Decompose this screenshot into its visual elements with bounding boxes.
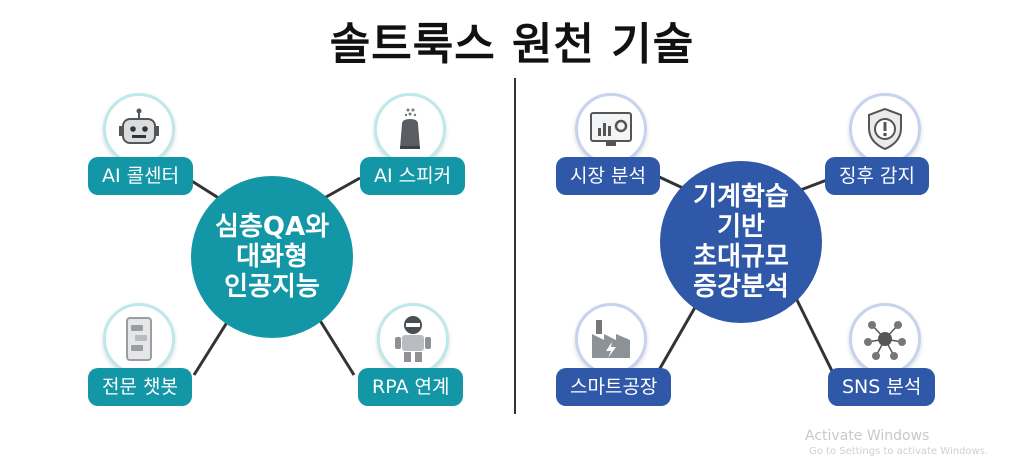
activate-windows-watermark: Activate Windows (805, 428, 930, 444)
market-analysis-label: 시장 분석 (556, 157, 660, 195)
smart-speaker-icon (374, 93, 446, 165)
detection-label: 징후 감지 (825, 157, 929, 195)
left-hub-text: 심층QA와 대화형 인공지능 (215, 212, 329, 302)
chatbot-label: 전문 챗봇 (88, 368, 192, 406)
robot-head-icon (103, 93, 175, 165)
right-hub-text: 기계학습 기반 초대규모 증강분석 (693, 182, 789, 302)
factory-icon (575, 303, 647, 375)
left-hub: 심층QA와 대화형 인공지능 (191, 176, 353, 338)
smart-factory-label: 스마트공장 (556, 368, 672, 406)
warning-shield-icon (849, 93, 921, 165)
rpa-label: RPA 연계 (358, 368, 464, 406)
activate-windows-subtext: Go to Settings to activate Windows. (809, 446, 989, 457)
robot-icon (377, 303, 449, 375)
ai-callcenter-label: AI 콜센터 (88, 157, 194, 195)
analytics-monitor-icon (575, 93, 647, 165)
center-divider (514, 78, 516, 414)
chat-phone-icon (103, 303, 175, 375)
page-title: 솔트룩스 원천 기술 (329, 19, 695, 70)
right-hub: 기계학습 기반 초대규모 증강분석 (660, 161, 822, 323)
sns-analysis-label: SNS 분석 (828, 368, 936, 406)
connector-sns (791, 291, 836, 376)
ai-speaker-label: AI 스피커 (360, 157, 466, 195)
social-network-icon (849, 303, 921, 375)
